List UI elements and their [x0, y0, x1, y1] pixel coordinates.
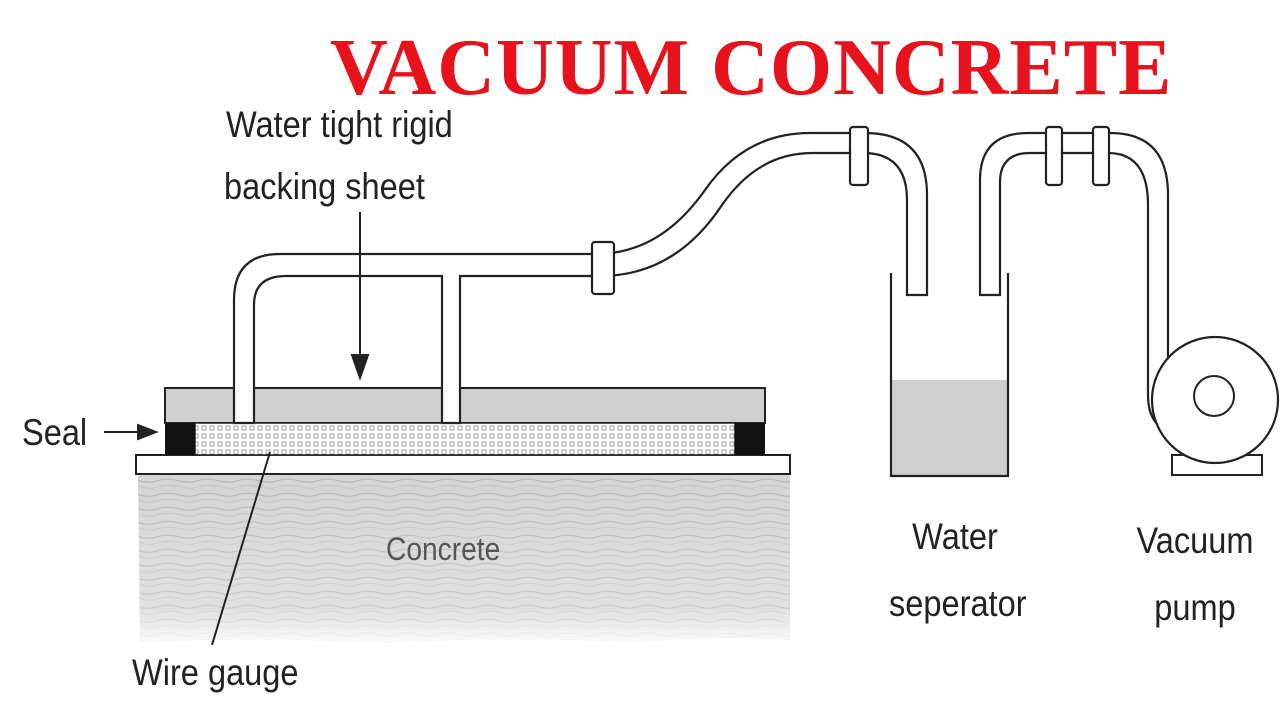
vacuum-pump-label-line1: Vacuum	[1136, 520, 1254, 561]
backing-sheet	[164, 387, 766, 424]
suction-pipe	[232, 125, 929, 425]
leader-lines	[104, 212, 370, 646]
water-separator-label-line1: Water	[912, 516, 998, 557]
concrete-block	[138, 474, 790, 643]
vacuum-pump-label-line2: pump	[1154, 587, 1236, 628]
wire-gauge-label: Wire gauge	[132, 652, 299, 693]
backing-sheet-label-line1: Water tight rigid	[226, 104, 453, 145]
vacuum-pump	[1150, 335, 1280, 476]
page-title: VACUUM CONCRETE	[330, 24, 1173, 112]
water-separator-tank	[889, 273, 1010, 478]
seal-label: Seal	[22, 412, 88, 453]
seal-right	[735, 423, 765, 455]
concrete-label: Concrete	[386, 531, 501, 567]
wire-gauge-mesh	[194, 422, 736, 456]
seal-left	[165, 423, 195, 455]
water-separator-label-line2: seperator	[889, 583, 1027, 624]
base-plate	[135, 454, 791, 475]
backing-sheet-label-line2: backing sheet	[224, 166, 425, 207]
